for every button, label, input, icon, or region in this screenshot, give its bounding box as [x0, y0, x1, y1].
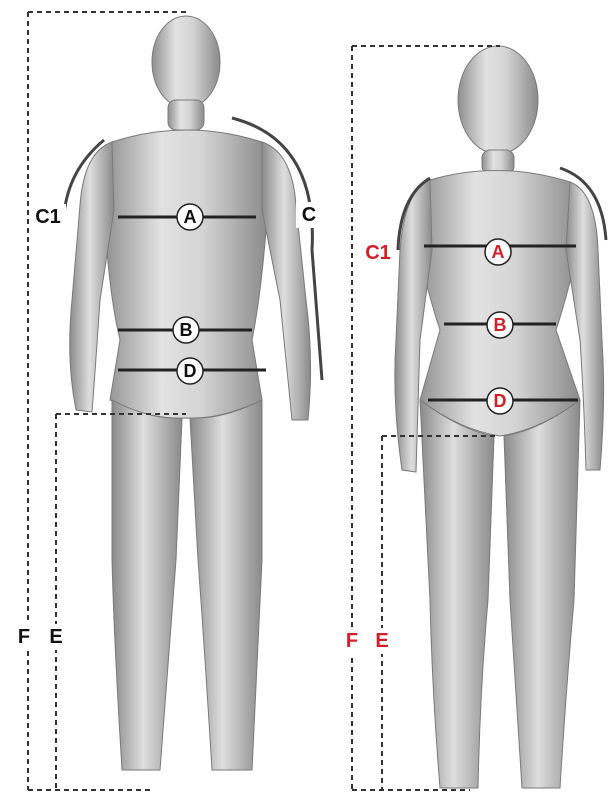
male-figure: A B D C C1 F E — [14, 12, 322, 790]
male-body-silhouette — [70, 16, 311, 770]
male-label-c: C — [296, 202, 322, 228]
svg-text:C: C — [302, 204, 316, 226]
svg-text:A: A — [492, 242, 505, 262]
svg-text:D: D — [184, 361, 197, 381]
svg-text:A: A — [184, 207, 197, 227]
female-figure: A B D C1 F E — [340, 46, 606, 790]
male-label-b: B — [173, 317, 199, 343]
female-label-f: F — [340, 628, 364, 654]
svg-text:E: E — [49, 626, 62, 648]
female-label-e: E — [370, 628, 394, 654]
svg-text:E: E — [375, 630, 388, 652]
male-label-a: A — [177, 204, 203, 230]
female-label-c1: C1 — [360, 240, 396, 266]
svg-text:B: B — [494, 315, 507, 335]
svg-text:B: B — [180, 320, 193, 340]
svg-text:F: F — [346, 630, 358, 652]
svg-text:D: D — [494, 391, 507, 411]
female-label-b: B — [487, 312, 513, 338]
female-body-silhouette — [395, 46, 604, 788]
male-label-e: E — [44, 624, 68, 650]
female-label-d: D — [487, 388, 513, 414]
svg-text:F: F — [18, 626, 30, 648]
svg-text:C1: C1 — [365, 242, 391, 264]
female-label-a: A — [485, 239, 511, 265]
male-label-c1: C1 — [30, 204, 66, 230]
svg-text:C1: C1 — [35, 206, 61, 228]
male-label-d: D — [177, 358, 203, 384]
male-label-f: F — [14, 624, 40, 650]
